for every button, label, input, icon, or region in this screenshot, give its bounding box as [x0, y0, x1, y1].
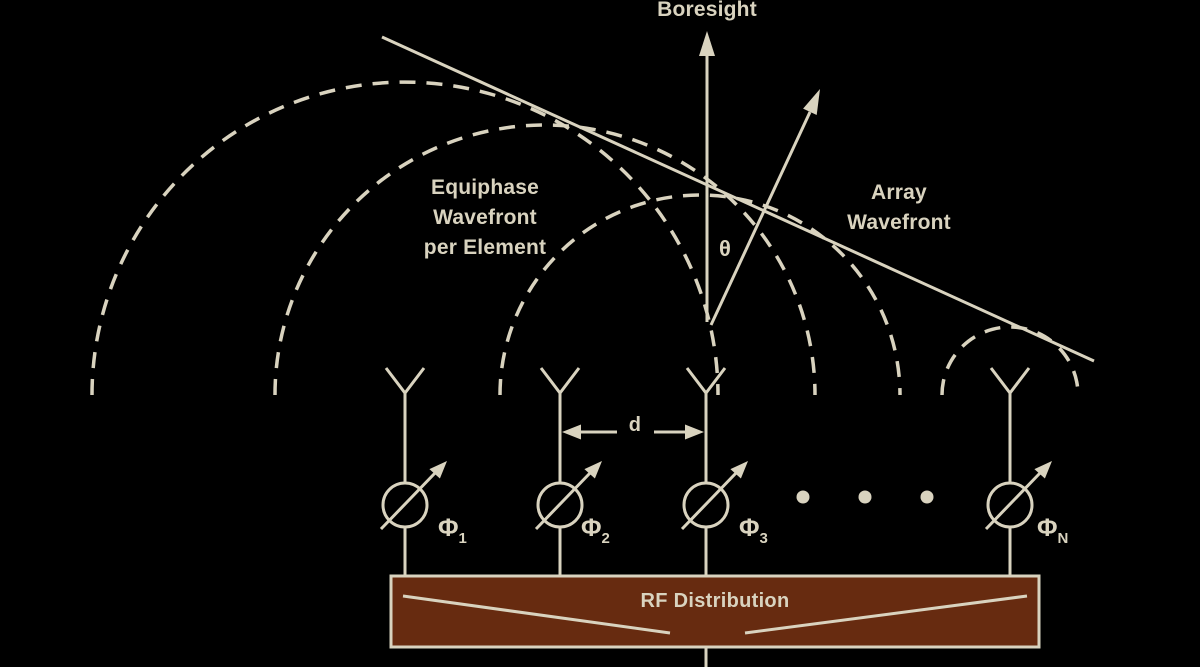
wavefront-arc-element-2	[273, 123, 817, 396]
antenna-element-n	[989, 367, 1031, 483]
beam-angle-theta-label: θ	[718, 236, 732, 261]
array-wavefront-label: Array Wavefront	[847, 181, 951, 234]
phase-shift-label-2: Φ2	[581, 514, 610, 547]
phase-shift-label-n: ΦN	[1037, 514, 1069, 547]
phase-shift-label-1: Φ1	[438, 514, 467, 547]
element-spacing-label: d	[628, 414, 642, 436]
ellipsis-dots	[796, 490, 934, 504]
array-wavefront-line	[381, 35, 1095, 363]
antenna-element-2	[539, 367, 581, 483]
wavefront-arc-element-n	[940, 325, 1080, 396]
rf-distribution-label: RF Distribution	[640, 590, 790, 612]
wavefront-arc-element-3	[498, 193, 902, 396]
spacing-dimension-arrows	[562, 424, 704, 440]
phase-shift-label-3: Φ3	[739, 514, 768, 547]
wavefront-arc-element-1	[90, 80, 720, 396]
rf-splitter-line-right	[744, 594, 1028, 635]
equiphase-wavefront-label: Equiphase Wavefront per Element	[423, 176, 547, 259]
rf-splitter-line-left	[402, 594, 671, 635]
antenna-element-3	[685, 367, 727, 483]
antenna-element-1	[384, 367, 426, 483]
beam-direction-arrow	[709, 89, 820, 326]
boresight-label: Boresight	[657, 0, 757, 21]
boresight-arrow	[699, 31, 715, 322]
rf-distribution-box	[389, 574, 1041, 649]
